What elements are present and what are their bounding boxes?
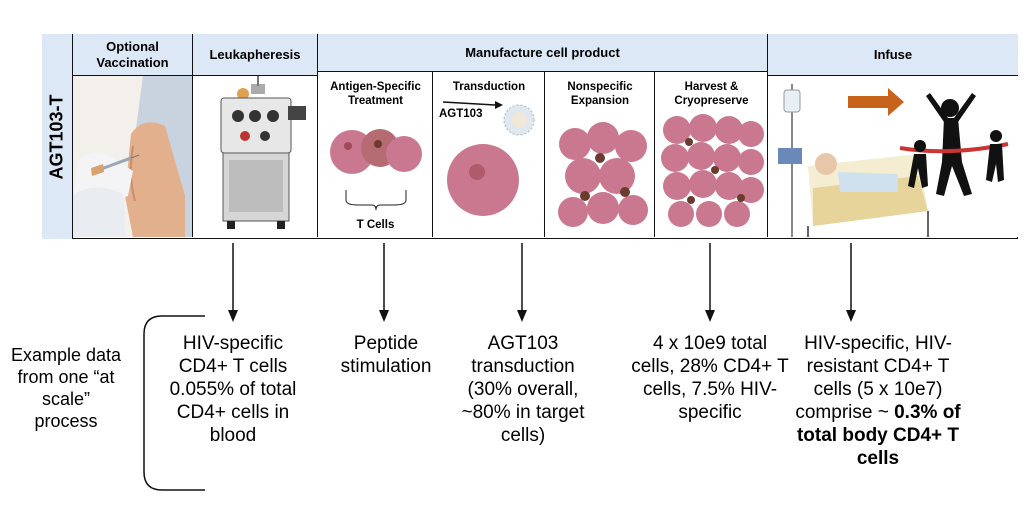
note-infuse-percent: 0.3% [894, 402, 938, 423]
harvest-step-cell: Harvest & Cryopreserve [655, 72, 768, 237]
row-label-cell: AGT103-T [42, 34, 73, 239]
leukapheresis-machine-image [193, 76, 318, 237]
note-antigen: Peptide stimulation [340, 333, 432, 377]
note-harvest: 4 x 10e9 total cells, 28% CD4+ T cells, … [631, 333, 789, 423]
infuse-image [768, 76, 1018, 237]
note-transduction: AGT103 transduction (30% overall, ~80% i… [461, 333, 585, 446]
example-bracket [143, 315, 205, 491]
note-infuse: HIV-specific, HIV-resistant CD4+ T cells… [788, 332, 968, 470]
vaccination-image [73, 76, 193, 237]
harvest-step-label: Harvest & Cryopreserve [674, 81, 749, 107]
note-infuse-text: HIV-specific, HIV-resistant CD4+ T cells… [795, 333, 952, 423]
transduction-step-cell: Transduction AGT103 [433, 72, 545, 237]
note-leukapheresis: HIV-specific CD4+ T cells 0.055% of tota… [169, 333, 297, 446]
process-panel: AGT103-T Optional Vaccination Leukaphere… [42, 34, 1018, 239]
vector-label: AGT103 [439, 108, 483, 120]
expansion-step-cell: Nonspecific Expansion [545, 72, 655, 237]
stage-header-manufacture: Manufacture cell product [318, 34, 768, 72]
note-infuse-total: of total body CD4+ T cells [796, 402, 961, 469]
transduction-step-label: Transduction [452, 81, 526, 93]
antigen-step-label: Antigen-Specific Treatment [330, 81, 421, 107]
stage-header-infuse: Infuse [768, 34, 1018, 76]
t-cells-label: T Cells [356, 219, 395, 231]
stage-header-vaccination: Optional Vaccination [73, 34, 193, 76]
antigen-step-cell: Antigen-Specific Treatment T Cells [318, 72, 433, 237]
example-data-label: Example data from one “at scale” process [10, 345, 122, 431]
expansion-step-label: Nonspecific Expansion [567, 81, 633, 107]
stage-header-leukapheresis: Leukapheresis [193, 34, 318, 76]
